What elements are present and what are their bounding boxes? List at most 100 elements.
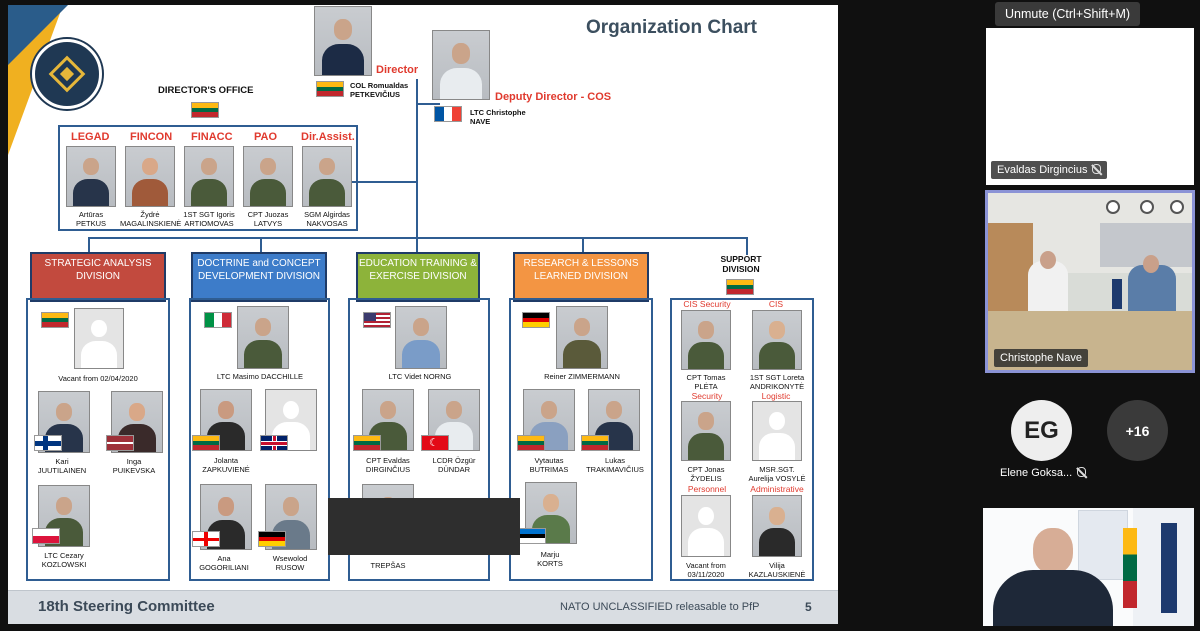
education-frame — [348, 298, 490, 581]
participant-name: Elene Goksa... — [1000, 467, 1087, 479]
mic-muted-icon — [1077, 467, 1087, 477]
participant-name: Evaldas Dirgincius — [991, 161, 1108, 179]
office-photo — [243, 146, 293, 207]
staff-name: TREPŠAS — [370, 561, 406, 570]
participant-avatar-eg[interactable]: EG — [1011, 400, 1072, 461]
flag-lithuania — [191, 102, 219, 118]
office-title: DIRECTOR'S OFFICE — [158, 85, 254, 96]
office-photo — [125, 146, 175, 207]
support-role: Logistic — [761, 391, 791, 401]
flag-lithuania — [581, 435, 609, 451]
vacant-photo — [74, 308, 124, 369]
connector — [416, 103, 440, 105]
staff-name: MSR.SGT.Aurelija VOSYLĖ — [748, 465, 806, 483]
person-head — [1040, 251, 1056, 269]
video-tile-evaldas[interactable]: Evaldas Dirgincius — [986, 28, 1194, 185]
director-role: Director — [376, 64, 419, 76]
flag-lithuania — [192, 435, 220, 451]
person-white — [1028, 261, 1068, 311]
vacant-photo — [752, 401, 802, 461]
office-role: LEGAD — [71, 131, 110, 143]
staff-photo — [395, 306, 447, 369]
participant-name: Christophe Nave — [994, 349, 1088, 367]
support-role: Personnel — [687, 484, 727, 494]
division-research-lessons: RESEARCH & LESSONS LEARNED DIVISION — [513, 252, 649, 302]
flag-lithuania — [353, 435, 381, 451]
support-role: Administrative — [750, 484, 804, 494]
connector — [746, 237, 748, 255]
office-role: FINCON — [130, 131, 173, 143]
flag-estonia — [518, 528, 546, 544]
staff-photo — [752, 495, 802, 557]
video-tile-christophe[interactable]: Christophe Nave — [985, 190, 1195, 373]
deputy-photo — [432, 30, 490, 100]
office-role: Dir.Assist. — [301, 131, 355, 143]
slide-number: 5 — [805, 600, 812, 614]
office-role: FINACC — [191, 131, 233, 143]
staff-photo — [38, 485, 90, 547]
support-role: CIS Security — [683, 299, 731, 309]
division-strategic-analysis: STRATEGIC ANALYSIS DIVISION — [30, 252, 166, 302]
person-head — [1143, 255, 1159, 273]
shared-slide: Organization Chart Director COL Romualda… — [8, 5, 838, 624]
flag-lithuania — [316, 81, 344, 97]
flag-finland — [34, 435, 62, 451]
division-lead-name: LTC Masimo DACCHILLE — [216, 372, 304, 381]
support-frame — [670, 298, 814, 581]
more-participants-button[interactable]: +16 — [1107, 400, 1168, 461]
vacant-photo — [681, 495, 731, 557]
wall-emblem — [1078, 510, 1128, 580]
slide-footer: 18th Steering Committee NATO UNCLASSIFIE… — [8, 590, 838, 624]
door — [988, 223, 1033, 313]
staff-photo — [237, 306, 289, 369]
flag-germany — [258, 531, 286, 547]
footer-event: 18th Steering Committee — [38, 598, 215, 615]
flag-lithuania — [517, 435, 545, 451]
flag-italy — [204, 312, 232, 328]
connector — [338, 181, 418, 183]
flag-usa — [363, 312, 391, 328]
nato-flag — [1112, 279, 1122, 309]
office-role: PAO — [254, 131, 278, 143]
division-education-training: EDUCATION TRAINING & EXERCISE DIVISION — [356, 252, 480, 302]
flag-uk — [260, 435, 288, 451]
clock-icon — [1170, 200, 1184, 214]
office-frame — [58, 125, 358, 231]
nato-flag — [1161, 523, 1177, 613]
unmute-tooltip[interactable]: Unmute (Ctrl+Shift+M) — [995, 2, 1140, 26]
flag-georgia — [192, 531, 220, 547]
connector — [582, 237, 584, 255]
division-doctrine-concept: DOCTRINE and CONCEPT DEVELOPMENT DIVISIO… — [191, 252, 327, 302]
office-photo — [184, 146, 234, 207]
staff-photo — [525, 482, 577, 544]
video-tile-speaker[interactable] — [983, 508, 1194, 626]
office-photo — [66, 146, 116, 207]
doctrine-frame — [189, 298, 330, 581]
person-blue — [1128, 265, 1176, 313]
division-lead-name: LTC Videt NORNG — [388, 372, 452, 381]
mic-muted-icon — [1092, 164, 1102, 174]
clock-icon — [1140, 200, 1154, 214]
speaker-head — [1033, 528, 1073, 574]
connector — [416, 79, 418, 237]
support-division-title: SUPPORT DIVISION — [720, 254, 762, 274]
flag-turkey: ☾ — [421, 435, 449, 451]
staff-photo — [556, 306, 608, 369]
